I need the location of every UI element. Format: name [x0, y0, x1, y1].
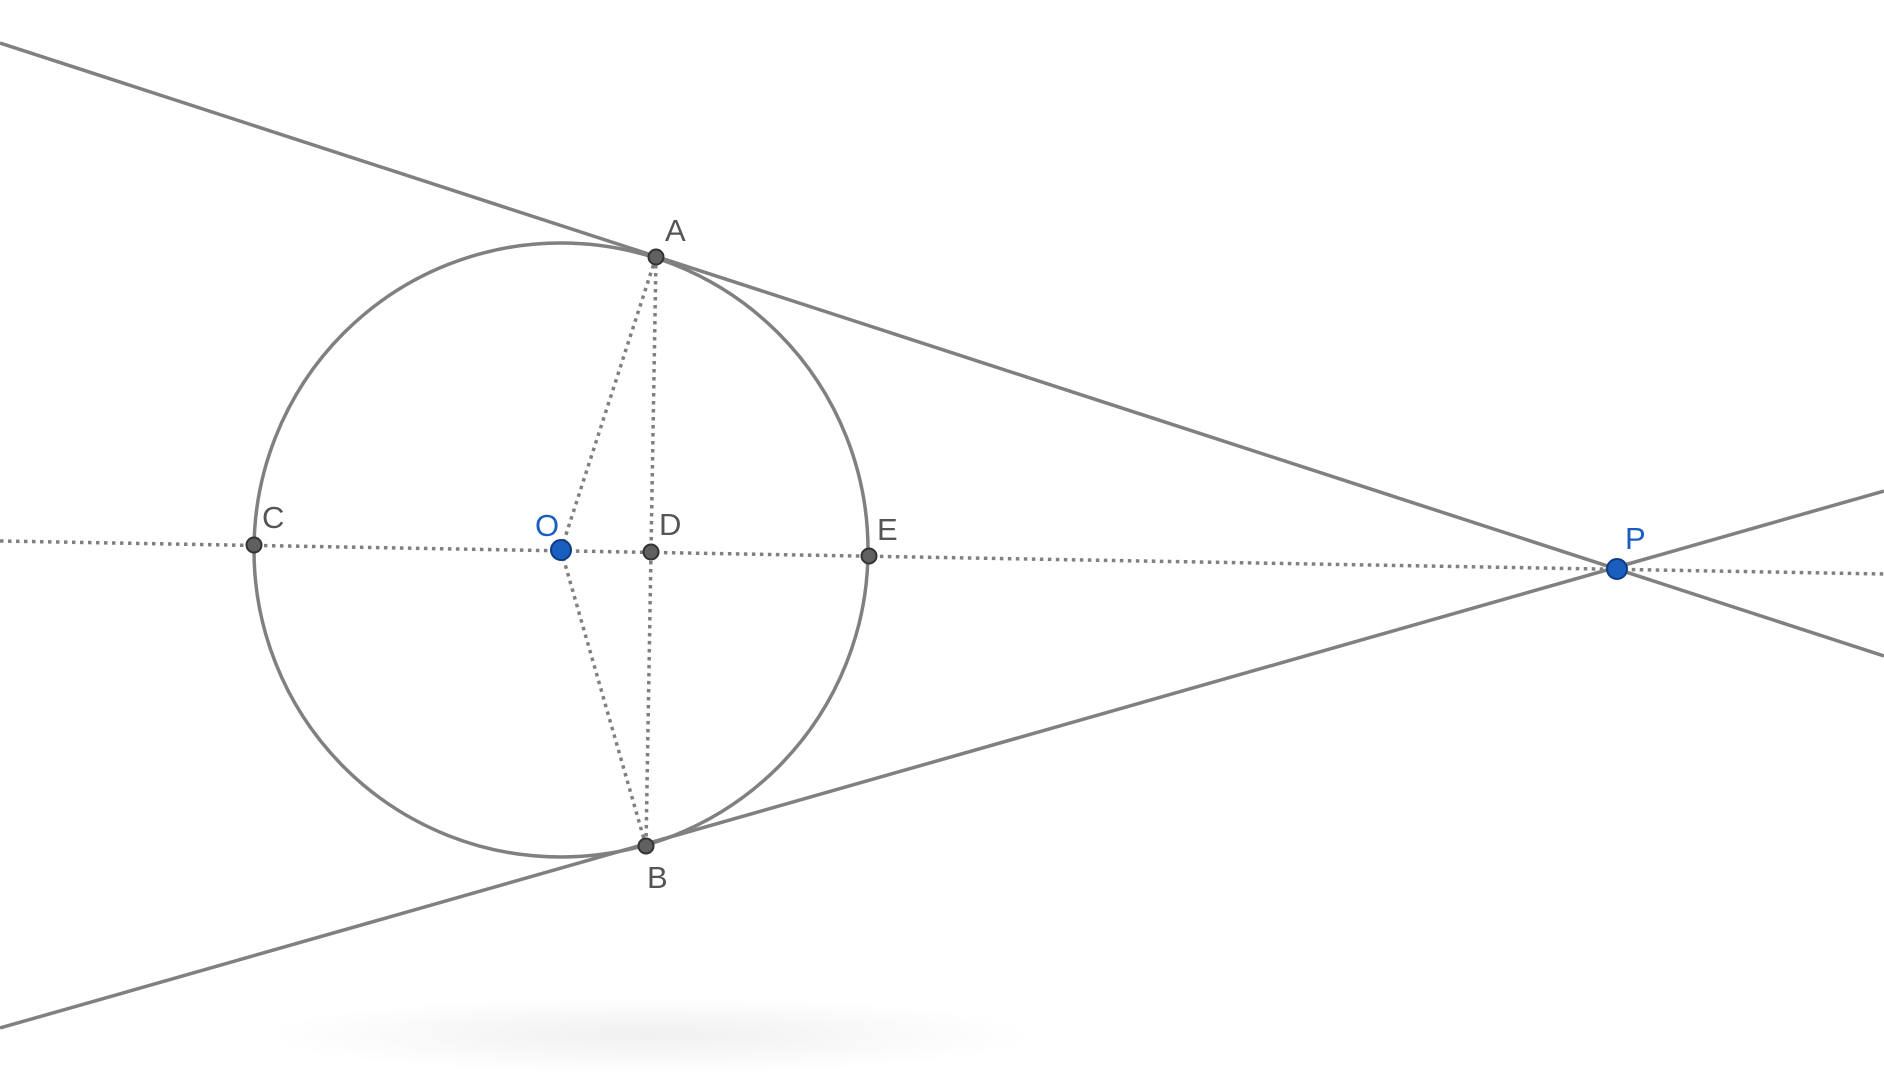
point-c[interactable] — [245, 536, 263, 554]
label-b: B — [647, 860, 668, 895]
label-p: P — [1625, 521, 1646, 556]
label-c: C — [262, 500, 284, 535]
label-d: D — [659, 507, 681, 542]
point-p[interactable] — [1606, 558, 1628, 580]
dotted-segment-ob[interactable] — [559, 549, 648, 847]
point-a[interactable] — [647, 248, 665, 266]
point-o[interactable] — [550, 539, 572, 561]
tangent-line-pa[interactable] — [0, 41, 1884, 658]
point-b[interactable] — [637, 837, 655, 855]
point-d[interactable] — [642, 543, 660, 561]
label-o: O — [535, 508, 559, 543]
dotted-segment-oa[interactable] — [559, 256, 658, 551]
tangent-line-pb[interactable] — [0, 489, 1884, 1030]
point-e[interactable] — [860, 547, 878, 565]
dotted-segment-ab[interactable] — [644, 256, 658, 847]
label-e: E — [877, 512, 898, 547]
dotted-line-op[interactable] — [0, 539, 1884, 576]
label-a: A — [665, 213, 686, 248]
